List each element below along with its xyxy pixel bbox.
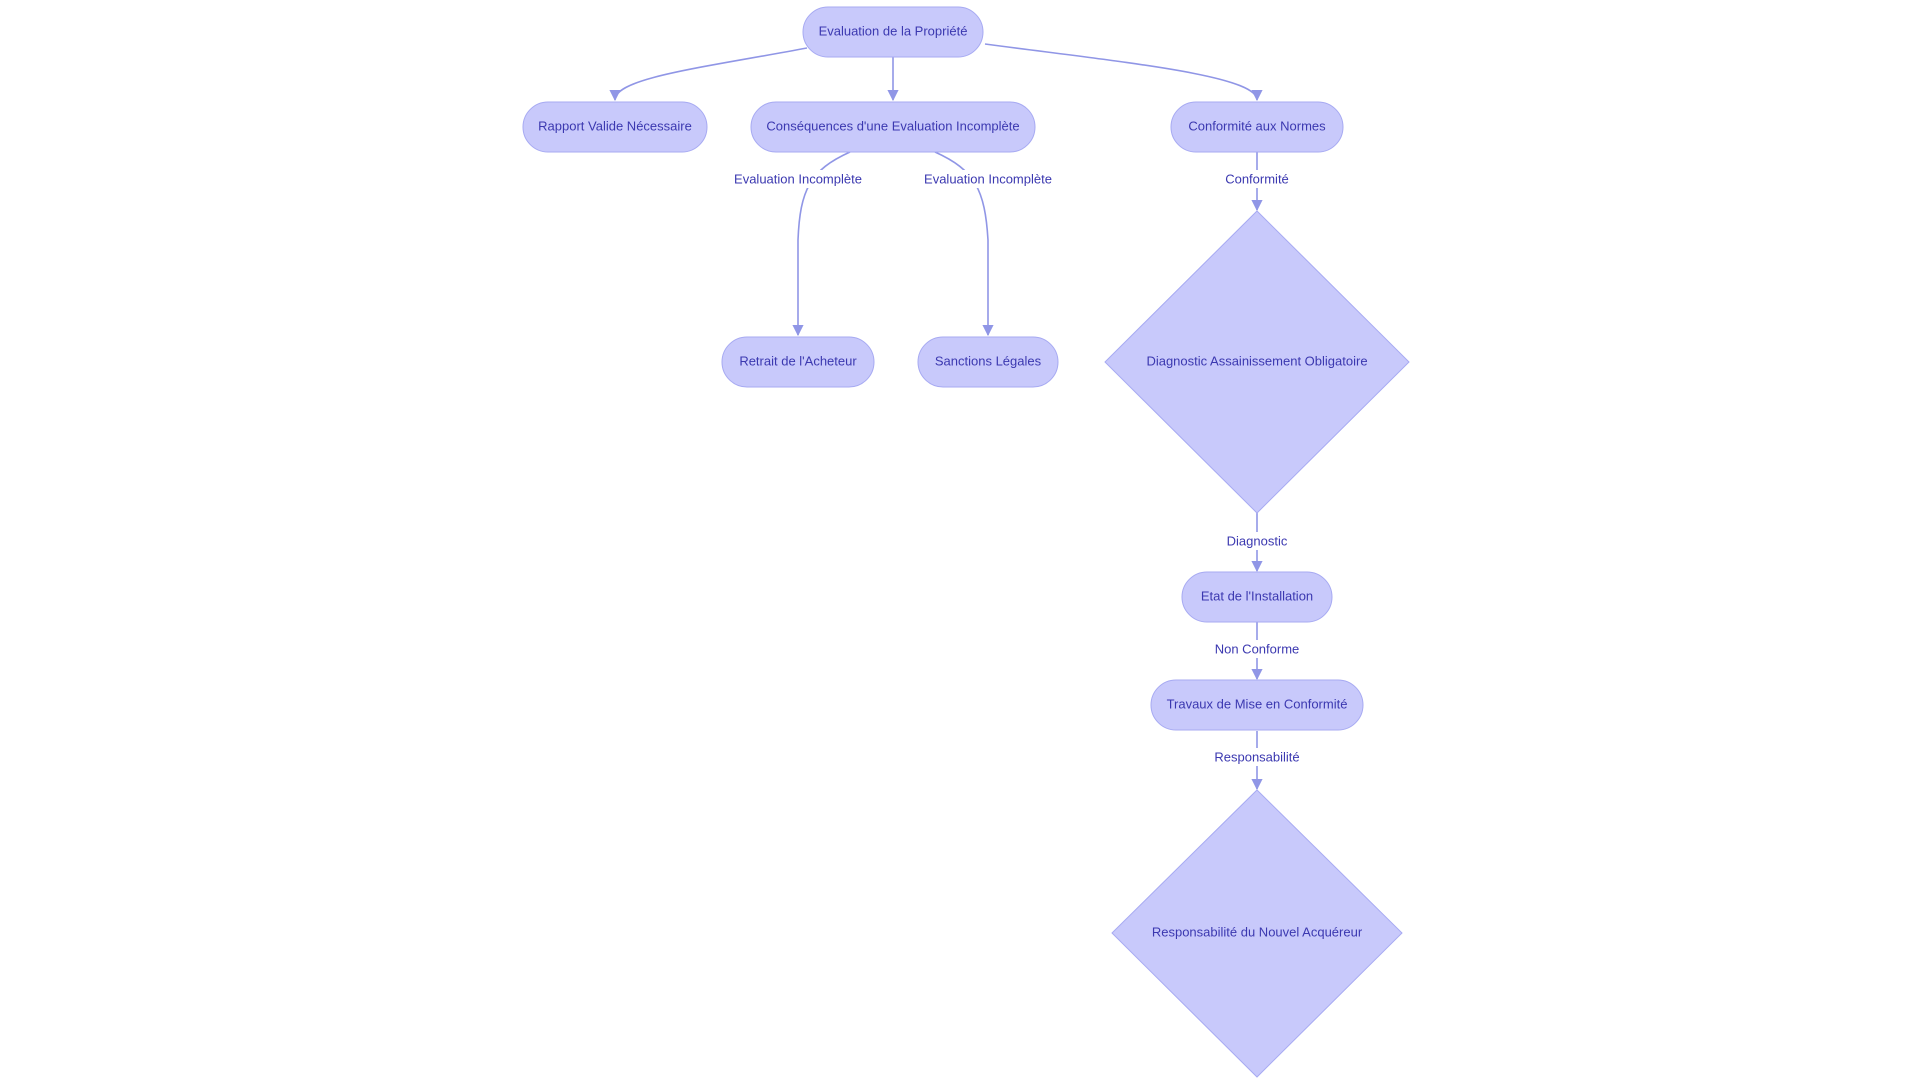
edge-label-conformite: Conformité — [1222, 170, 1292, 188]
edge-label-evaluation-incomplete-left: Evaluation Incomplète — [734, 170, 862, 188]
edge-label-text: Evaluation Incomplète — [734, 172, 862, 187]
edge-eval-to-rapport — [609, 47, 808, 102]
node-label: Conformité aux Normes — [1188, 119, 1326, 134]
node-travaux-mise-en-conformite[interactable]: Travaux de Mise en Conformité — [1150, 679, 1364, 731]
edge-label-diagnostic: Diagnostic — [1224, 532, 1290, 550]
node-label: Conséquences d'une Evaluation Incomplète — [766, 119, 1019, 134]
node-consequences[interactable]: Conséquences d'une Evaluation Incomplète — [750, 101, 1036, 153]
node-etat-installation[interactable]: Etat de l'Installation — [1181, 571, 1333, 623]
edge-label-text: Diagnostic — [1227, 534, 1288, 549]
node-label: Travaux de Mise en Conformité — [1167, 697, 1348, 712]
node-label: Diagnostic Assainissement Obligatoire — [1146, 354, 1367, 369]
node-label: Etat de l'Installation — [1201, 589, 1313, 604]
node-rapport-valide[interactable]: Rapport Valide Nécessaire — [522, 101, 708, 153]
edge-label-evaluation-incomplete-right: Evaluation Incomplète — [924, 170, 1052, 188]
node-label: Responsabilité du Nouvel Acquéreur — [1152, 925, 1363, 940]
edge-label-text: Conformité — [1225, 172, 1289, 187]
node-label: Retrait de l'Acheteur — [739, 354, 857, 369]
edge-label-text: Evaluation Incomplète — [924, 172, 1052, 187]
node-label: Evaluation de la Propriété — [819, 24, 968, 39]
node-label: Rapport Valide Nécessaire — [538, 119, 692, 134]
edge-label-text: Non Conforme — [1215, 642, 1300, 657]
node-diagnostic-assainissement[interactable]: Diagnostic Assainissement Obligatoire — [1104, 210, 1410, 514]
node-evaluation-propriete[interactable]: Evaluation de la Propriété — [802, 6, 984, 58]
node-responsabilite-acquereur[interactable]: Responsabilité du Nouvel Acquéreur — [1111, 789, 1403, 1078]
edge-label-responsabilite: Responsabilité — [1212, 748, 1302, 766]
edge-label-text: Responsabilité — [1214, 750, 1299, 765]
edge-eval-to-conformite — [984, 43, 1263, 102]
node-label: Sanctions Légales — [935, 354, 1042, 369]
node-conformite-normes[interactable]: Conformité aux Normes — [1170, 101, 1344, 153]
edge-label-non-conforme: Non Conforme — [1213, 640, 1301, 658]
node-sanctions-legales[interactable]: Sanctions Légales — [917, 336, 1059, 388]
node-retrait-acheteur[interactable]: Retrait de l'Acheteur — [721, 336, 875, 388]
